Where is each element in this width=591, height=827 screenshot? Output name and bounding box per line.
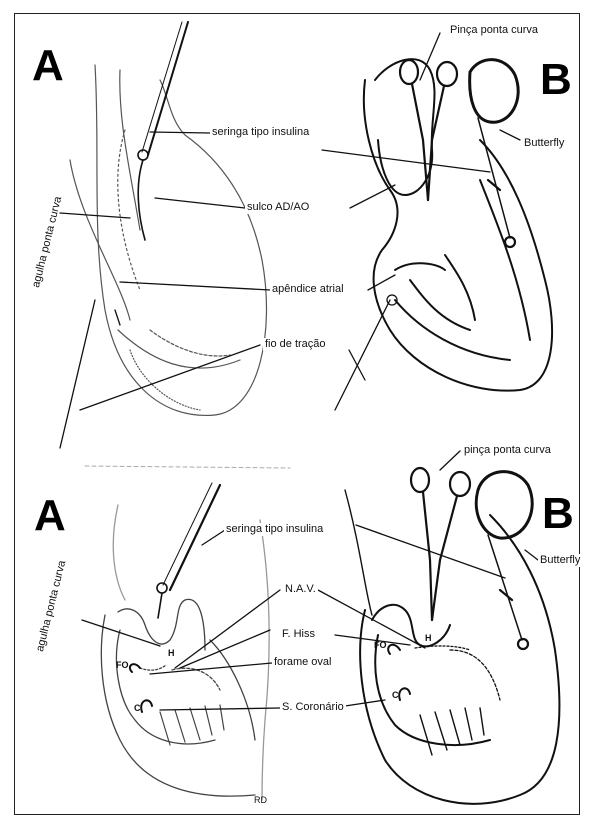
top-right-forceps (400, 60, 518, 247)
label-bottom-forame: forame oval (272, 656, 333, 669)
label-top-apendice: apêndice atrial (270, 283, 346, 296)
section-divider (85, 466, 290, 468)
top-right-leaders (322, 33, 520, 410)
label-bottom-seringa: seringa tipo insulina (224, 523, 325, 536)
bottom-left-heart (101, 505, 269, 800)
bottom-right-forceps (411, 468, 532, 649)
label-top-pinca: Pinça ponta curva (448, 24, 540, 37)
mark-h-left: H (168, 648, 175, 658)
top-left-syringe (138, 22, 188, 240)
top-left-heart (70, 65, 267, 415)
label-top-butterfly: Butterfly (522, 137, 566, 150)
mark-corner: RD (254, 795, 267, 805)
bottom-left-syringe (157, 483, 220, 618)
bottom-right-leaders (318, 451, 538, 706)
label-bottom-hiss: F. Hiss (280, 628, 317, 641)
mark-h-right: H (425, 633, 432, 643)
panel-letter-top-right: B (540, 58, 572, 102)
panel-letter-bottom-right: B (542, 492, 574, 536)
mark-c-right: C (392, 690, 399, 700)
mark-c-left: C (134, 703, 141, 713)
mark-fo-right: FO (374, 640, 387, 650)
panel-letter-top-left: A (32, 44, 64, 88)
mark-fo-left: FO (116, 660, 129, 670)
label-bottom-coronario: S. Coronário (280, 701, 346, 714)
label-top-sulco: sulco AD/AO (245, 201, 311, 214)
panel-letter-bottom-left: A (34, 494, 66, 538)
label-bottom-nav: N.A.V. (283, 583, 318, 596)
label-top-seringa: seringa tipo insulina (210, 126, 311, 139)
bottom-left-leaders (82, 530, 280, 710)
label-bottom-pinca: pinça ponta curva (462, 444, 553, 457)
label-bottom-butterfly: Butterfly (538, 554, 582, 567)
top-right-heart (364, 59, 552, 391)
top-left-leaders (60, 132, 270, 448)
label-top-fio: fio de tração (263, 338, 328, 351)
